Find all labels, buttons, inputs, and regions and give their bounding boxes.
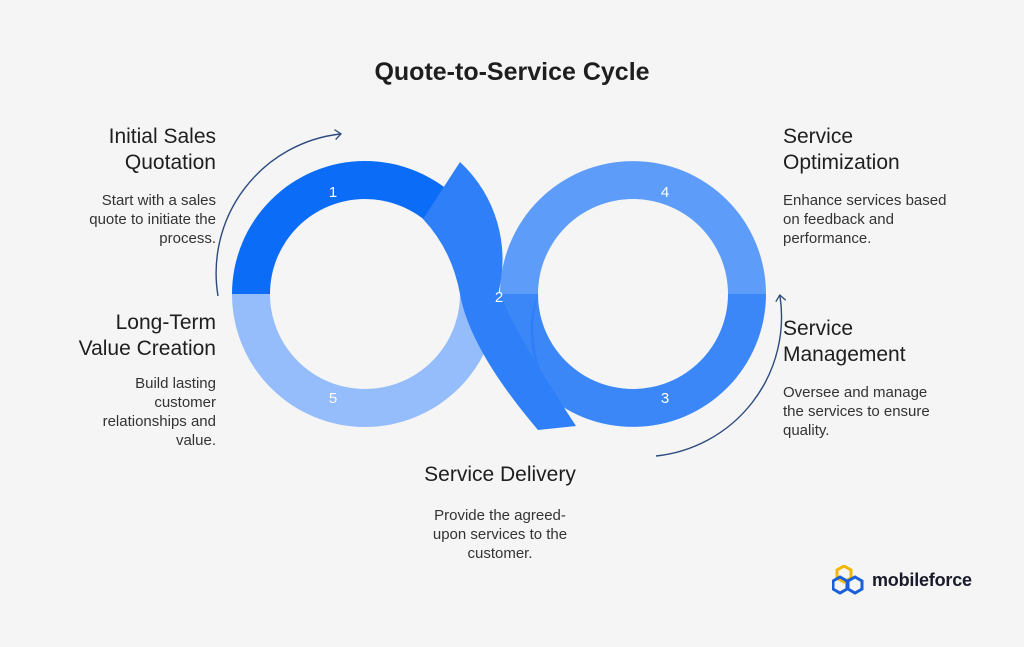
segment-5 [232,294,498,427]
segment-2-crossing [423,219,576,430]
segment-3-number: 3 [661,390,669,407]
page-title: Quote-to-Service Cycle [374,58,650,86]
arrow-bottom-right-icon [655,294,787,457]
mobileforce-logo-icon [832,565,864,595]
arrow-top-left-icon [215,129,343,297]
mobileforce-logo: mobileforce [832,565,972,595]
segment-4-number: 4 [661,184,669,201]
step-2-title: Service Delivery [424,463,576,486]
segment-2-number: 2 [495,289,503,306]
segment-3 [500,294,766,427]
segment-4 [500,161,766,294]
segment-1 [232,161,498,294]
segment-1-number: 1 [329,184,337,201]
logo-text: mobileforce [872,569,972,590]
segment-5-number: 5 [329,390,337,407]
